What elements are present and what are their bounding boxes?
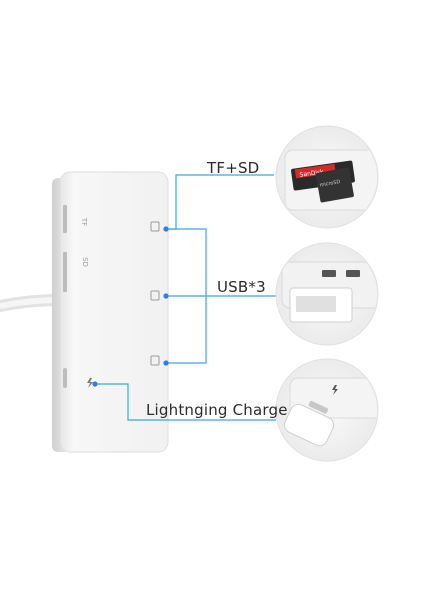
lightning-port xyxy=(63,368,67,388)
sandisk-card-label: SanDisk xyxy=(299,168,324,178)
usb-callout-label: USB*3 xyxy=(217,278,266,296)
lightning-callout-label: Lightnging Charge xyxy=(146,401,288,419)
cable xyxy=(0,294,66,312)
tf-slot xyxy=(63,205,67,233)
detail-circle-lightning xyxy=(275,358,379,462)
callout-dot xyxy=(163,360,169,366)
detail-circle-usb xyxy=(275,242,379,346)
detail-circle-tf-sd: SanDisk microSD xyxy=(275,125,379,229)
lightning-icon xyxy=(87,378,93,388)
callout-dot xyxy=(163,226,169,232)
callout-dots xyxy=(92,226,169,387)
sd-slot xyxy=(63,252,67,292)
adapter-body xyxy=(52,171,169,453)
callout-dot xyxy=(92,381,98,387)
sd-marking: SD xyxy=(80,257,89,267)
callout-lines xyxy=(95,174,278,421)
microsd-card-label: microSD xyxy=(319,179,341,189)
tf-sd-callout-label: TF+SD xyxy=(207,159,260,177)
callout-dot xyxy=(163,293,169,299)
tf-marking: TF xyxy=(80,217,89,227)
